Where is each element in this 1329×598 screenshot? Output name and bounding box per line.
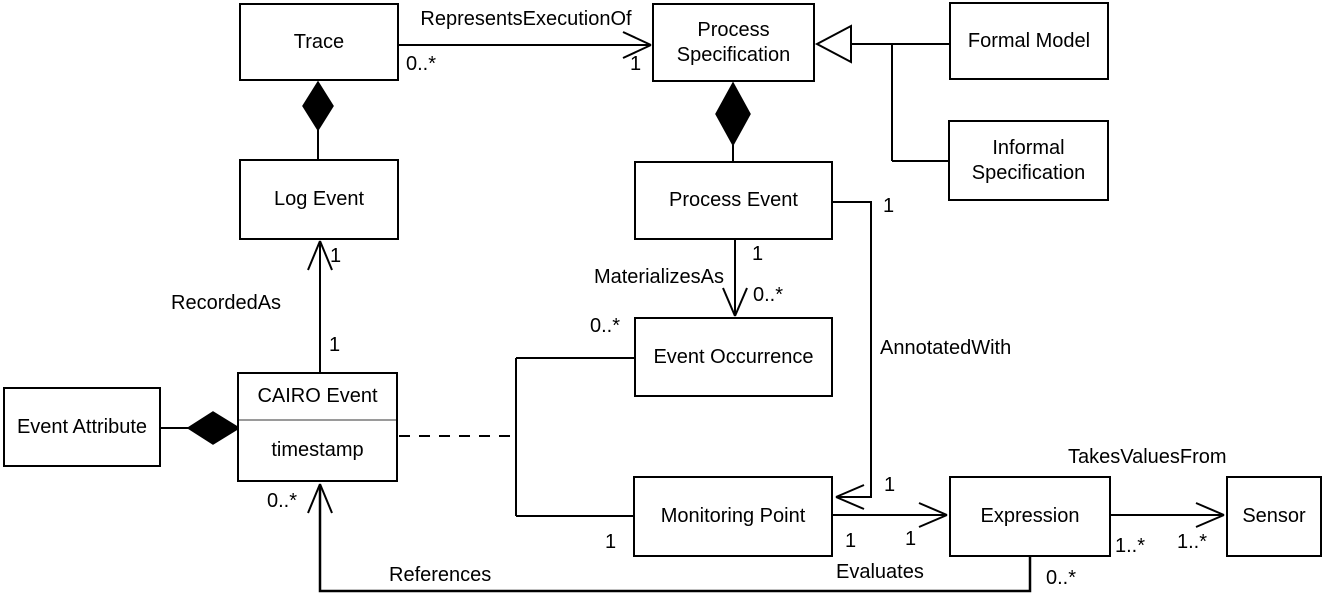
composition-trace-log-event (302, 80, 334, 159)
class-log-event: Log Event (239, 159, 399, 240)
class-process-event-label: Process Event (669, 189, 798, 212)
class-event-attribute-label: Event Attribute (16, 415, 148, 438)
class-informal-specification: Informal Specification (948, 120, 1109, 201)
association-recorded-as-label: RecordedAs (171, 292, 282, 314)
association-recorded-as-line (307, 240, 333, 372)
mult-cairo-link-occurrence: 0..* (589, 315, 620, 337)
mult-represents-execution-of-spec: 1 (630, 53, 642, 75)
class-formal-model: Formal Model (949, 2, 1109, 80)
mult-represents-execution-of-trace: 0..* (406, 53, 437, 75)
class-trace-label: Trace (293, 30, 345, 53)
mult-materializes-as-process-event: 1 (752, 243, 764, 265)
class-event-occurrence: Event Occurrence (634, 317, 833, 397)
association-evaluates-label: Evaluates (836, 561, 924, 583)
association-class-link (399, 357, 634, 517)
class-expression: Expression (949, 476, 1111, 557)
mult-references-expression: 0..* (1046, 567, 1077, 589)
association-annotated-with-label: AnnotatedWith (880, 337, 1012, 359)
composition-process-specification-process-event (715, 81, 751, 161)
association-references-line (307, 483, 1032, 593)
class-trace: Trace (239, 3, 399, 81)
composition-event-attribute-cairo-event (161, 411, 241, 445)
association-annotated-with-line (833, 201, 872, 510)
association-represents-execution-of-line (398, 31, 652, 59)
mult-takes-values-from-sensor: 1..* (1177, 531, 1208, 553)
association-takes-values-from-label: TakesValuesFrom (1068, 446, 1227, 468)
mult-recorded-as-cairo-event: 1 (329, 334, 341, 356)
class-sensor-label: Sensor (1242, 505, 1306, 528)
association-materializes-as-line (722, 240, 748, 317)
mult-annotated-with-process-event: 1 (883, 195, 895, 217)
class-event-attribute: Event Attribute (3, 387, 161, 467)
class-event-occurrence-label: Event Occurrence (653, 345, 814, 368)
association-materializes-as-label: MaterializesAs (593, 266, 724, 288)
class-cairo-event-title: CAIRO Event (239, 374, 396, 421)
class-sensor: Sensor (1226, 476, 1322, 557)
mult-annotated-with-monitoring-point: 1 (884, 474, 896, 496)
mult-takes-values-from-expression: 1..* (1115, 535, 1146, 557)
class-process-event: Process Event (634, 161, 833, 240)
association-references-label: References (389, 564, 492, 586)
class-expression-label: Expression (980, 505, 1080, 528)
association-takes-values-from-line (1111, 502, 1225, 528)
mult-materializes-as-occurrence: 0..* (753, 284, 784, 306)
mult-references-cairo-event: 0..* (267, 490, 298, 512)
mult-recorded-as-log-event: 1 (330, 245, 342, 267)
mult-evaluates-expression: 1 (905, 528, 917, 550)
mult-cairo-link-monitoring-point: 1 (605, 531, 617, 553)
class-process-specification: Process Specification (652, 3, 815, 82)
association-represents-execution-of-label: RepresentsExecutionOf (420, 8, 632, 30)
class-monitoring-point-label: Monitoring Point (660, 505, 806, 528)
class-cairo-event-attribute-timestamp: timestamp (271, 439, 364, 461)
association-evaluates-line (832, 502, 948, 528)
class-formal-model-label: Formal Model (967, 29, 1091, 52)
generalization-to-process-specification (814, 24, 949, 162)
class-monitoring-point: Monitoring Point (633, 476, 833, 557)
class-informal-specification-label: Informal Specification (971, 137, 1086, 184)
class-process-specification-label: Process Specification (676, 19, 791, 66)
class-log-event-label: Log Event (273, 188, 365, 211)
class-cairo-event: CAIRO Event timestamp (237, 372, 398, 482)
mult-evaluates-monitoring-point: 1 (845, 530, 857, 552)
